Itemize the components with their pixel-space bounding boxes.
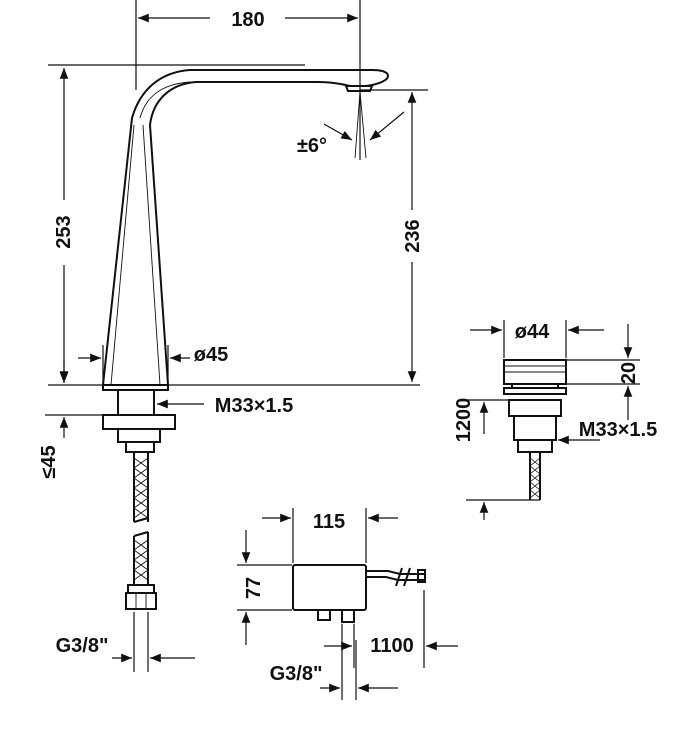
dimension-lines (45, 0, 640, 700)
dim-total-height: 253 (53, 215, 75, 248)
dim-box-width: 115 (313, 511, 345, 533)
dim-thread-main: M33×1.5 (215, 395, 293, 417)
control-box (292, 564, 426, 623)
dim-base-diameter: ø45 (194, 344, 228, 366)
dim-sensor-diameter: ø44 (515, 321, 550, 343)
dim-box-height: 77 (243, 577, 265, 599)
dim-sensor-cable: 1200 (453, 398, 475, 443)
sensor-unit (503, 359, 567, 500)
dim-sensor-thread: M33×1.5 (579, 419, 657, 441)
dim-spout-reach: 180 (231, 9, 264, 31)
dim-box-connector: G3/8" (270, 663, 323, 685)
supply-hose (125, 452, 157, 610)
dim-sensor-height: 20 (618, 362, 640, 384)
dim-spout-angle: ±6° (297, 135, 327, 157)
dim-connector-main: G3/8" (56, 635, 109, 657)
dim-outlet-height: 236 (402, 219, 424, 252)
dim-box-cable: 1100 (370, 635, 413, 657)
faucet-base (102, 384, 176, 453)
faucet-body (102, 69, 390, 386)
dim-deck-thickness: ≤45 (38, 445, 60, 478)
